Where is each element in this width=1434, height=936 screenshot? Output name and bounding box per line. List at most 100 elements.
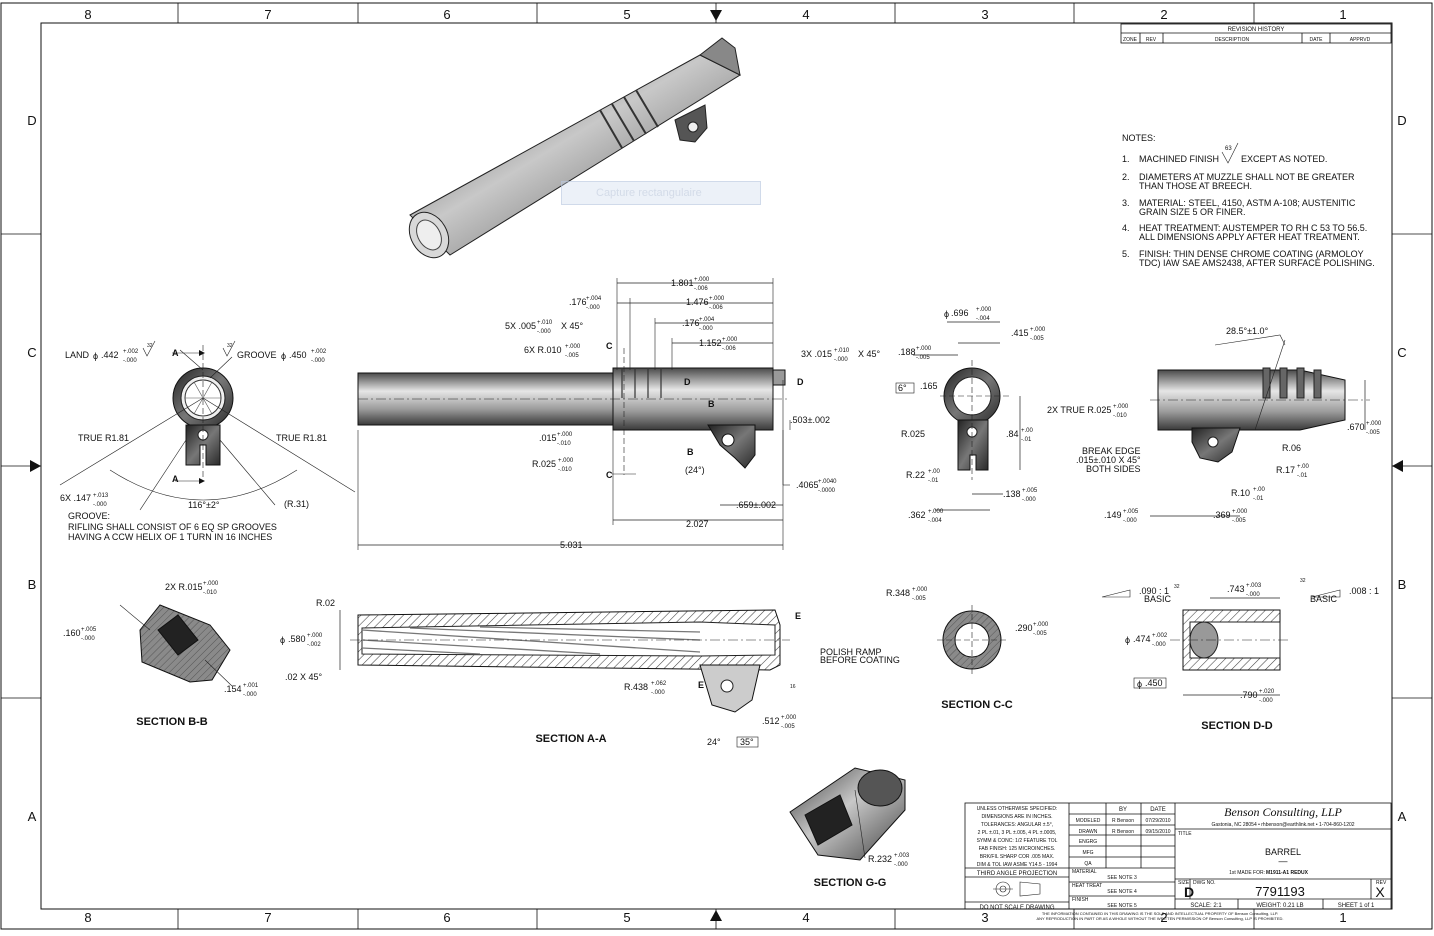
zone-col-bottom: 7 (264, 910, 271, 925)
dim-580-plus: +.000 (307, 633, 323, 639)
land-tol-plus: +.002 (123, 349, 139, 355)
dim-154: .154 (224, 684, 242, 694)
dim-2x-minus: -.010 (1113, 413, 1127, 419)
tolerance-line: BRK/FIL SHARP COR .005 MAX. (980, 854, 1054, 860)
zone-row-right: C (1397, 345, 1406, 360)
center-arrows (30, 10, 1403, 921)
dim-176b: .176 (682, 318, 700, 328)
note-text: EXCEPT AS NOTED. (1241, 154, 1327, 164)
dim-743-plus: +.003 (1246, 583, 1262, 589)
tolerance-line: FAB FINISH: 125 MICROINCHES. (979, 846, 1056, 852)
section-e-label: E (795, 611, 801, 621)
zone-row-right: A (1398, 809, 1407, 824)
section-b-label: B (687, 447, 694, 457)
zone-col-top: 5 (623, 7, 630, 22)
note-number: 2. (1122, 172, 1130, 182)
revision-header: DESCRIPTION (1215, 37, 1250, 43)
dim-24-aa: 24° (707, 737, 721, 747)
dia-symbol: ϕ (93, 351, 98, 361)
dim-285: 28.5°±1.0° (1226, 326, 1269, 336)
dim-696-plus: +.000 (976, 307, 992, 313)
note-number: 3. (1122, 198, 1130, 208)
section-aa-title: SECTION A-A (535, 733, 606, 745)
tolerance-line: DIMENSIONS ARE IN INCHES. (981, 814, 1052, 820)
role-by: R Benson (1112, 818, 1134, 824)
tolerance-line: 2 PL ±.01, 3 PL ±.005, 4 PL ±.0005, (978, 830, 1057, 836)
dia-symbol: ϕ (281, 351, 286, 361)
dim-369-plus: +.000 (1232, 509, 1248, 515)
dim-r025: R.025 (901, 429, 925, 439)
basic-label: BASIC (1144, 594, 1172, 604)
dim-165: .165 (920, 381, 938, 391)
dim-290-plus: +.000 (1033, 622, 1049, 628)
dim-1152-minus: -.006 (722, 346, 736, 352)
note-text: ALL DIMENSIONS APPLY AFTER HEAT TREATMEN… (1139, 232, 1360, 242)
dim-1801-plus: +.000 (694, 277, 710, 283)
dim-503: .503±.002 (790, 415, 830, 425)
dia-symbol: ϕ (280, 635, 285, 645)
dim-5031: 5.031 (560, 540, 583, 550)
dim-r06: R.06 (1282, 443, 1301, 453)
finish-value: 16 (790, 684, 796, 690)
dim-090: .090 : 1 (1139, 586, 1169, 596)
tolerance-line: TOLERANCES: ANGULAR ±.5°, (981, 822, 1053, 828)
section-bb: 2X R.015 +.000 -.010 .160 +.005 -.000 .1… (63, 581, 259, 728)
zone-labels: 8 7 6 5 4 3 2 1 8 7 6 5 4 3 2 1 D C B A … (27, 7, 1406, 925)
dim-580-minus: -.002 (307, 642, 321, 648)
made-for-label: 1st MADE FOR: (1229, 870, 1265, 876)
projection-label: THIRD ANGLE PROJECTION (977, 871, 1057, 877)
part-title: BARREL (1265, 847, 1301, 857)
dim-512-plus: +.000 (781, 715, 797, 721)
dim-6x: 6X R.010 (524, 345, 562, 355)
side-view: 1.801 +.000 -.006 .176 +.004 -.000 1.476… (357, 277, 881, 550)
land-label: LAND (65, 350, 90, 360)
capture-overlay[interactable]: Capture rectangulaire (561, 181, 761, 205)
tolerance-line: DIM & TOL IAW ASME Y14.5 - 1994 (977, 862, 1058, 868)
section-cc-top-view: .696 ϕ +.000 -.004 .415 +.000 -.005 .188… (895, 307, 1046, 524)
section-gg-title: SECTION G-G (814, 877, 887, 889)
dim-290: .290 (1015, 623, 1033, 633)
weight: WEIGHT: 0.21 LB (1256, 903, 1303, 909)
dim-r10-plus: +.00 (1253, 487, 1266, 493)
dim-r438-plus: +.062 (651, 681, 667, 687)
dim-1476-plus: +.000 (709, 296, 725, 302)
zone-col-bottom: 2 (1160, 910, 1167, 925)
section-e-label: E (698, 680, 704, 690)
section-dd: .090 : 1 32 BASIC .743 +.003 -.000 32 BA… (1101, 578, 1379, 732)
land-tol-minus: -.000 (123, 358, 137, 364)
r31-dim: (R.31) (284, 499, 309, 509)
dim-176a: .176 (569, 297, 587, 307)
dim-r025-minus: -.010 (558, 467, 572, 473)
dim-r232: R.232 (868, 854, 892, 864)
dim-2027: 2.027 (686, 519, 709, 529)
dim-2x-true: 2X TRUE R.025 (1047, 405, 1111, 415)
six-x-minus: -.000 (93, 502, 107, 508)
section-d-label: D (684, 377, 691, 387)
break-edge: BREAK EDGE (1082, 446, 1141, 456)
dim-696: .696 (951, 308, 969, 318)
note-number: 5. (1122, 249, 1130, 259)
dim-415-plus: +.000 (1030, 327, 1046, 333)
section-cc: R.348 +.000 -.005 .290 +.000 -.005 SECTI… (886, 587, 1049, 711)
dim-r22: R.22 (906, 470, 925, 480)
dim-r015: 2X R.015 (165, 582, 203, 592)
dim-015: .015 (539, 433, 557, 443)
dim-188-plus: +.000 (916, 346, 932, 352)
section-c-label: C (606, 470, 613, 480)
dim-015-plus: +.000 (557, 432, 573, 438)
dim-6x-plus: +.000 (565, 344, 581, 350)
dim-512-minus: -.005 (781, 724, 795, 730)
section-aa: R.02 ϕ .580 +.000 -.002 .02 X 45° E POLI… (280, 598, 900, 748)
dim-6deg: 6° (898, 383, 907, 393)
rev-label: REV (1376, 880, 1387, 886)
end-view: LAND ϕ .442 +.002 -.000 32 A 32 GROOVE ϕ… (59, 340, 356, 542)
dia-symbol: ϕ (1137, 679, 1142, 689)
dim-24: (24°) (685, 465, 705, 475)
dim-r22-minus: -.01 (928, 478, 939, 484)
note-number: 4. (1122, 223, 1130, 233)
zone-col-top: 8 (84, 7, 91, 22)
dim-r22-plus: +.00 (928, 469, 941, 475)
section-dd-title: SECTION D-D (1201, 720, 1273, 732)
role-label: DRAWN (1079, 829, 1098, 835)
